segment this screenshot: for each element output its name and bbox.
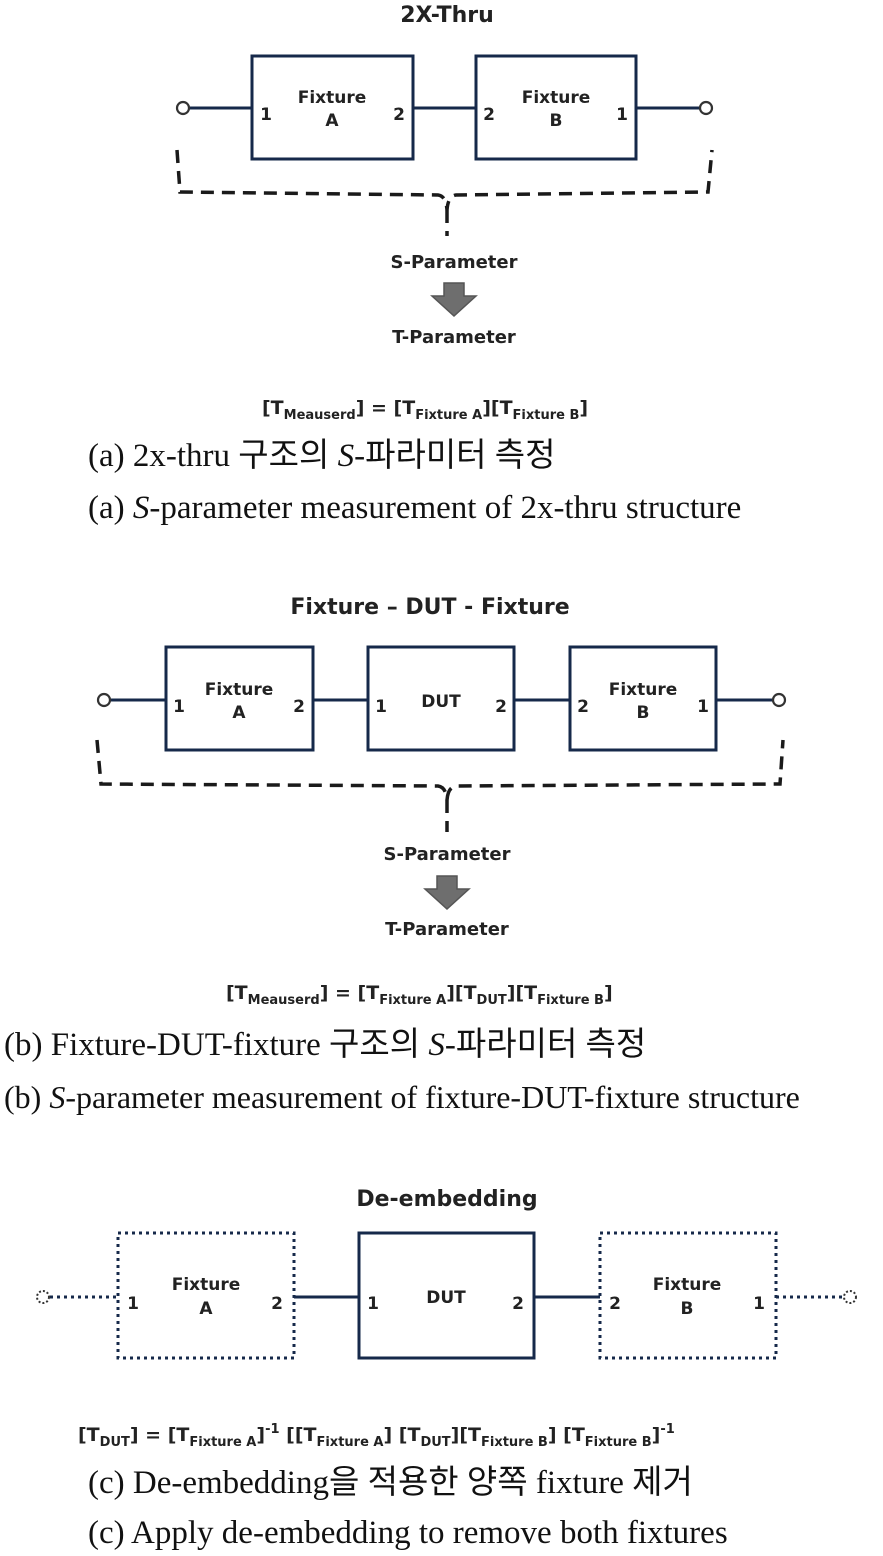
fixture-b-label: Fixture [609,680,678,700]
eq-sup: -1 [265,1422,279,1437]
caption-b-english: (b) S-parameter measurement of fixture-D… [4,1079,800,1115]
section-c-de-embedding: De-embedding Fixture A 1 2 DUT 1 2 Fixtu… [36,1187,857,1450]
fixture-a-label: Fixture [172,1275,241,1295]
port-label: 1 [697,697,709,717]
eq-sub: DUT [477,993,507,1008]
eq-sub: Fixture A [316,1435,383,1450]
terminal-b-left [96,692,112,708]
equation-c: [TDUT] = [TFixture A]-1 [[TFixture A] [T… [78,1422,675,1450]
caption-a-english: (a) S-parameter measurement of 2x-thru s… [88,490,742,526]
section-c-title: De-embedding [356,1187,537,1212]
equation-b: [TMeauserd] = [TFixture A][TDUT][TFixtur… [226,982,613,1008]
t-parameter-label-b: T-Parameter [385,919,509,940]
port-label: 1 [173,697,185,717]
terminal-a-right [698,100,714,116]
fixture-a-label: Fixture [298,88,367,108]
section-b-fixture-dut-fixture: Fixture – DUT - Fixture Fixture A 1 2 DU… [95,595,787,1008]
section-a-2x-thru: 2X-Thru Fixture A 1 2 Fixture B 2 1 S-Pa… [175,3,714,423]
port-label: 1 [260,105,272,125]
eq-sub: Fixture A [379,993,446,1008]
fixture-b-letter: B [681,1299,694,1319]
fixture-b-label: Fixture [653,1275,722,1295]
dut-label: DUT [426,1288,466,1308]
eq-sub: Fixture B [537,993,604,1008]
dut-label: DUT [421,692,461,712]
port-label: 2 [495,697,507,717]
equation-a: [TMeauserd] = [TFixture A][TFixture B] [262,397,588,423]
terminal-c-right [843,1290,857,1304]
port-label: 2 [609,1294,621,1314]
fixture-b-letter: B [637,703,650,723]
fixture-b-letter: B [550,111,563,131]
dut-box [366,645,516,752]
terminal-c-left [36,1290,50,1304]
port-label: 1 [616,105,628,125]
caption-a-korean: (a) 2x-thru 구조의 S-파라미터 측정 [88,438,556,474]
down-arrow-icon [423,875,471,911]
port-label: 2 [293,697,305,717]
fixture-a-letter: A [199,1299,213,1319]
fixture-a-letter: A [325,111,339,131]
port-label: 2 [483,105,495,125]
fixture-a-label: Fixture [205,680,274,700]
section-a-title: 2X-Thru [400,3,494,28]
port-label: 2 [577,697,589,717]
fixture-b-label: Fixture [522,88,591,108]
port-label: 1 [375,697,387,717]
fixture-b-box [474,54,638,161]
port-label: 2 [393,105,405,125]
eq-sub: DUT [420,1435,450,1450]
port-label: 2 [271,1294,283,1314]
terminal-b-right [771,692,787,708]
fixture-b-box-removed [598,1231,778,1360]
fixture-a-box-removed [116,1231,296,1360]
s-parameter-label-a: S-Parameter [391,252,518,273]
dut-box [357,1231,536,1360]
fixture-a-box [250,54,415,161]
port-label: 1 [127,1294,139,1314]
eq-sub: Meauserd [284,408,356,423]
port-label: 2 [512,1294,524,1314]
eq-sub: DUT [100,1435,130,1450]
caption-c-korean: (c) De-embedding을 적용한 양쪽 fixture 제거 [88,1465,693,1501]
eq-sub: Fixture B [481,1435,548,1450]
port-label: 1 [753,1294,765,1314]
eq-sub: Fixture B [513,408,580,423]
port-label: 1 [367,1294,379,1314]
terminal-a-left [175,100,191,116]
fixture-b-box [568,645,718,752]
caption-b-korean: (b) Fixture-DUT-fixture 구조의 S-파라미터 측정 [4,1027,647,1063]
down-arrow-icon [430,282,478,318]
section-b-title: Fixture – DUT - Fixture [290,595,569,620]
s-parameter-label-b: S-Parameter [384,844,511,865]
eq-sub: Meauserd [248,993,320,1008]
caption-c-english: (c) Apply de-embedding to remove both fi… [88,1515,728,1551]
eq-sup: -1 [660,1422,674,1437]
eq-sub: Fixture A [189,1435,256,1450]
fixture-a-box [164,645,315,752]
eq-sub: Fixture A [415,408,482,423]
fixture-a-letter: A [232,703,246,723]
eq-sub: Fixture B [585,1435,652,1450]
t-parameter-label-a: T-Parameter [392,327,516,348]
